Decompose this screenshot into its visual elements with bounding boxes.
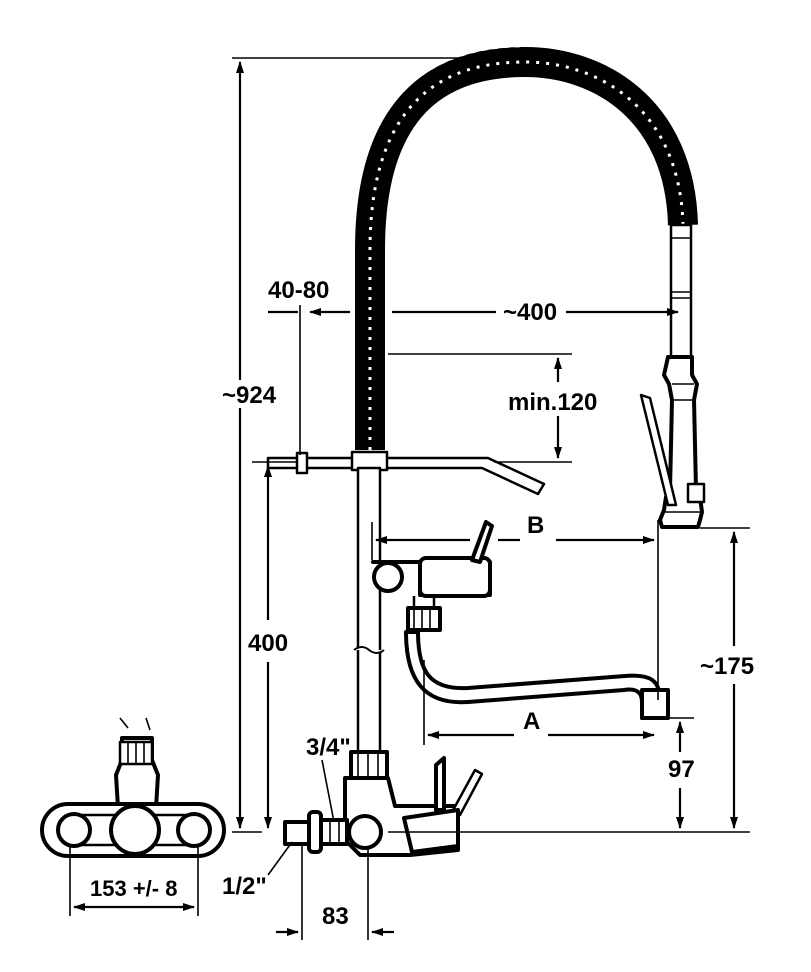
label-inlet-1-2: 1/2" (222, 873, 267, 900)
label-spout-height: 97 (668, 756, 695, 783)
label-arm-height: 400 (248, 630, 288, 657)
swing-spout (404, 630, 670, 720)
label-centers: 153 +/- 8 (90, 876, 177, 901)
label-hose-reach: ~400 (503, 299, 557, 326)
label-depth: 83 (322, 903, 349, 930)
pre-rinse-valve (371, 520, 494, 632)
label-min-clearance: min.120 (508, 389, 597, 416)
riser-pipe (353, 466, 385, 760)
label-wall-distance: 40-80 (268, 277, 329, 304)
dimension-lines (69, 57, 750, 940)
dimension-labels: ~924 40-80 ~400 min.120 400 B A ~175 97 … (90, 277, 754, 930)
label-spray-height: ~175 (700, 653, 754, 680)
label-inlet-3-4: 3/4" (306, 734, 351, 761)
label-dim-a: A (523, 708, 540, 735)
spray-head (639, 355, 706, 529)
label-dim-b: B (527, 512, 544, 539)
base-body (283, 750, 484, 857)
spray-pipe (669, 223, 693, 359)
label-total-height: ~924 (222, 382, 277, 409)
support-arm (266, 450, 546, 496)
spring-hose (350, 44, 698, 450)
front-view-mixer (40, 717, 226, 858)
